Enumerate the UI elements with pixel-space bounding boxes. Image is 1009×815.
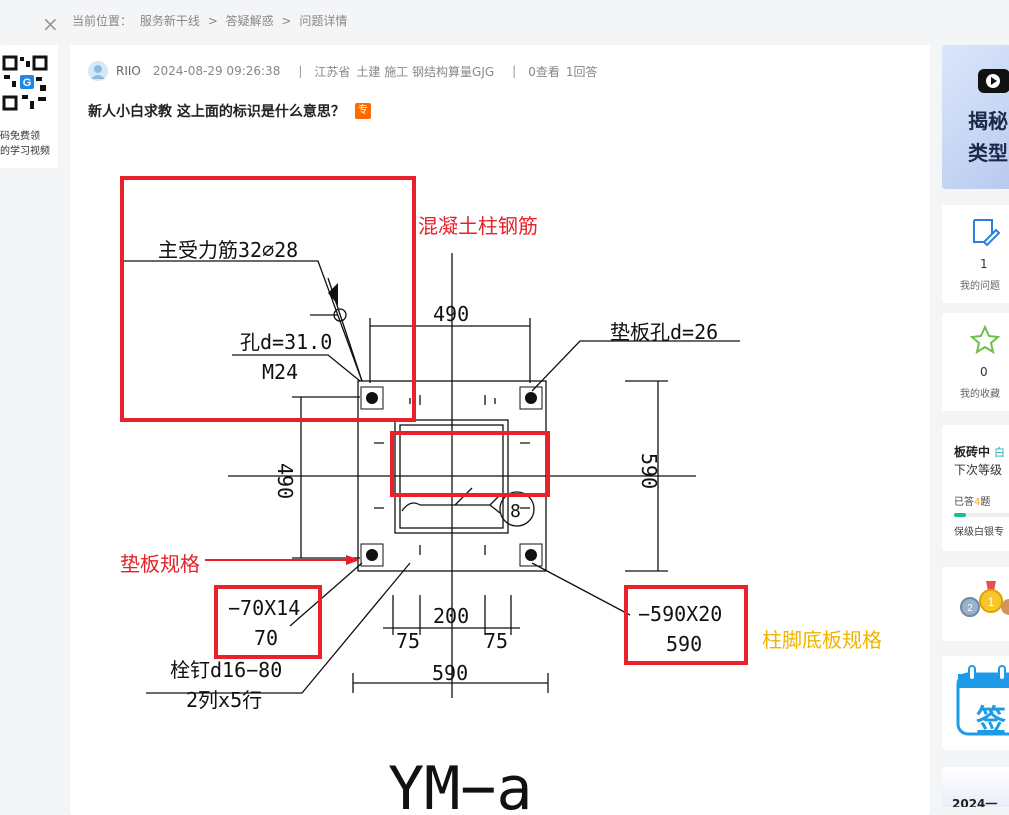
avatar[interactable]	[88, 61, 108, 81]
flag-marker	[328, 283, 338, 305]
svg-text:1: 1	[988, 595, 995, 609]
next-level-text: 下次等级	[954, 463, 1003, 477]
level-tag: 白	[994, 446, 1006, 459]
annotation-arrow	[346, 555, 360, 565]
bolt-hole-bl	[366, 549, 378, 561]
answered-prefix: 已答	[954, 497, 974, 508]
label-main-bar: 主受力筋32⌀28	[158, 238, 298, 262]
post-datetime: 2024-08-29 09:26:38	[152, 64, 281, 78]
breadcrumb-prefix: 当前位置：	[72, 14, 133, 28]
base-spec-top: −590X20	[638, 602, 722, 626]
dim-490-left: 490	[273, 463, 297, 499]
answered-text: 已答4题	[954, 493, 990, 508]
post-province: 江苏省	[314, 64, 351, 79]
qr-code-icon: G	[0, 53, 50, 113]
expert-badge: 专	[354, 103, 371, 119]
level-card: 板砖中白 下次等级 已答4题 保级白银专	[942, 425, 1009, 551]
medals-card[interactable]: 2 1	[942, 567, 1009, 641]
breadcrumb: 当前位置： 服务新干线 > 答疑解惑 > 问题详情	[72, 12, 351, 29]
note-concrete: 混凝土柱钢筋	[418, 215, 538, 238]
post-views: 0查看	[528, 64, 560, 79]
my-favorites-card[interactable]: 0 我的收藏	[942, 313, 1009, 411]
question-title-text: 新人小白求教 这上面的标识是什么意思？	[88, 104, 345, 120]
pad-spec-top: −70X14	[228, 596, 300, 620]
my-questions-card[interactable]: 1 我的问题	[942, 205, 1009, 303]
bottom-banner[interactable]: 2024一	[942, 767, 1009, 807]
post-username[interactable]: RIIO	[116, 64, 141, 78]
sign-in-card[interactable]: 签	[942, 656, 1009, 750]
svg-text:G: G	[23, 77, 32, 89]
edit-note-icon	[973, 219, 1000, 247]
breadcrumb-sep: >	[281, 14, 292, 28]
question-card: RIIO 2024-08-29 09:26:38 | 江苏省 土建 施工 钢结构…	[70, 45, 930, 815]
bottom-banner-text: 2024一	[952, 797, 998, 807]
my-questions-count: 1	[980, 257, 988, 271]
play-icon	[978, 69, 1009, 93]
dim-75b: 75	[484, 629, 508, 653]
dim-75a: 75	[396, 629, 420, 653]
svg-text:2: 2	[967, 603, 973, 614]
qr-text-line1: 码免费领	[0, 131, 40, 142]
my-questions-label: 我的问题	[960, 281, 1000, 292]
dim-590-bottom: 590	[432, 661, 468, 685]
annotation-box-base	[624, 585, 748, 665]
level-name: 板砖中白	[954, 443, 1005, 460]
calendar-icon	[956, 665, 1009, 736]
stud-line2: 2列x5行	[186, 688, 262, 712]
dim-490-top: 490	[433, 302, 469, 326]
breadcrumb-item-detail: 问题详情	[299, 14, 348, 28]
post-answers: 1回答	[565, 64, 598, 79]
qr-text-line2: 的学习视频	[0, 146, 50, 157]
level-name-text: 板砖中	[954, 445, 991, 459]
annotation-box-weld	[390, 431, 550, 497]
medals-icon: 2 1	[960, 581, 1009, 617]
breadcrumb-item-service[interactable]: 服务新干线	[139, 14, 200, 28]
answered-progress-bar	[954, 513, 1009, 517]
annotation-box-concrete	[120, 176, 416, 422]
avatar-icon	[88, 61, 108, 81]
dim-200: 200	[433, 604, 469, 628]
meta-sep: |	[298, 64, 303, 78]
post-specialty: 土建 施工 钢结构算量GJG	[356, 64, 495, 79]
keep-level-text: 保级白银专	[954, 527, 1004, 538]
promo-banner[interactable]: 揭秘 类型	[942, 45, 1009, 189]
breadcrumb-sep: >	[207, 14, 218, 28]
bolt-hole-tl	[366, 392, 378, 404]
bolt-hole-br	[525, 549, 537, 561]
star-icon	[970, 325, 1000, 355]
annotation-box-pad	[214, 585, 322, 659]
weld-mark: 8	[510, 501, 521, 522]
meta-sep: |	[512, 64, 517, 78]
bolt-hole-tr	[525, 392, 537, 404]
dim-590-right: 590	[637, 453, 661, 489]
answered-progress-fill	[954, 513, 966, 517]
close-icon[interactable]: ×	[42, 12, 59, 36]
breadcrumb-item-qa[interactable]: 答疑解惑	[225, 14, 274, 28]
stud-line1: 栓钉d16−80	[170, 658, 282, 682]
post-meta: RIIO 2024-08-29 09:26:38 | 江苏省 土建 施工 钢结构…	[88, 61, 598, 81]
question-title: 新人小白求教 这上面的标识是什么意思？ 专	[88, 101, 371, 121]
sign-in-text: 签	[976, 704, 1006, 739]
base-spec-bottom: 590	[666, 632, 702, 656]
question-drawing[interactable]: 主受力筋32⌀28 孔d=31.0 M24 490 垫板孔d=26 8 200 …	[70, 133, 930, 813]
pad-spec-bottom: 70	[254, 626, 278, 650]
answered-count: 4	[974, 497, 981, 508]
banner-line1: 揭秘	[968, 109, 1008, 133]
banner-line2: 类型	[968, 141, 1008, 165]
my-favorites-label: 我的收藏	[960, 389, 1000, 400]
note-pad: 垫板规格	[120, 553, 200, 576]
label-hole-d: 孔d=31.0	[240, 330, 332, 354]
qr-card[interactable]: G 码免费领 的学习视频	[0, 45, 58, 168]
note-base: 柱脚底板规格	[762, 629, 882, 652]
drawing-title: YM−a	[388, 754, 533, 813]
my-favorites-count: 0	[980, 365, 988, 379]
label-m24: M24	[262, 360, 298, 384]
answered-suffix: 题	[980, 497, 991, 508]
label-pad-hole: 垫板孔d=26	[610, 320, 718, 344]
